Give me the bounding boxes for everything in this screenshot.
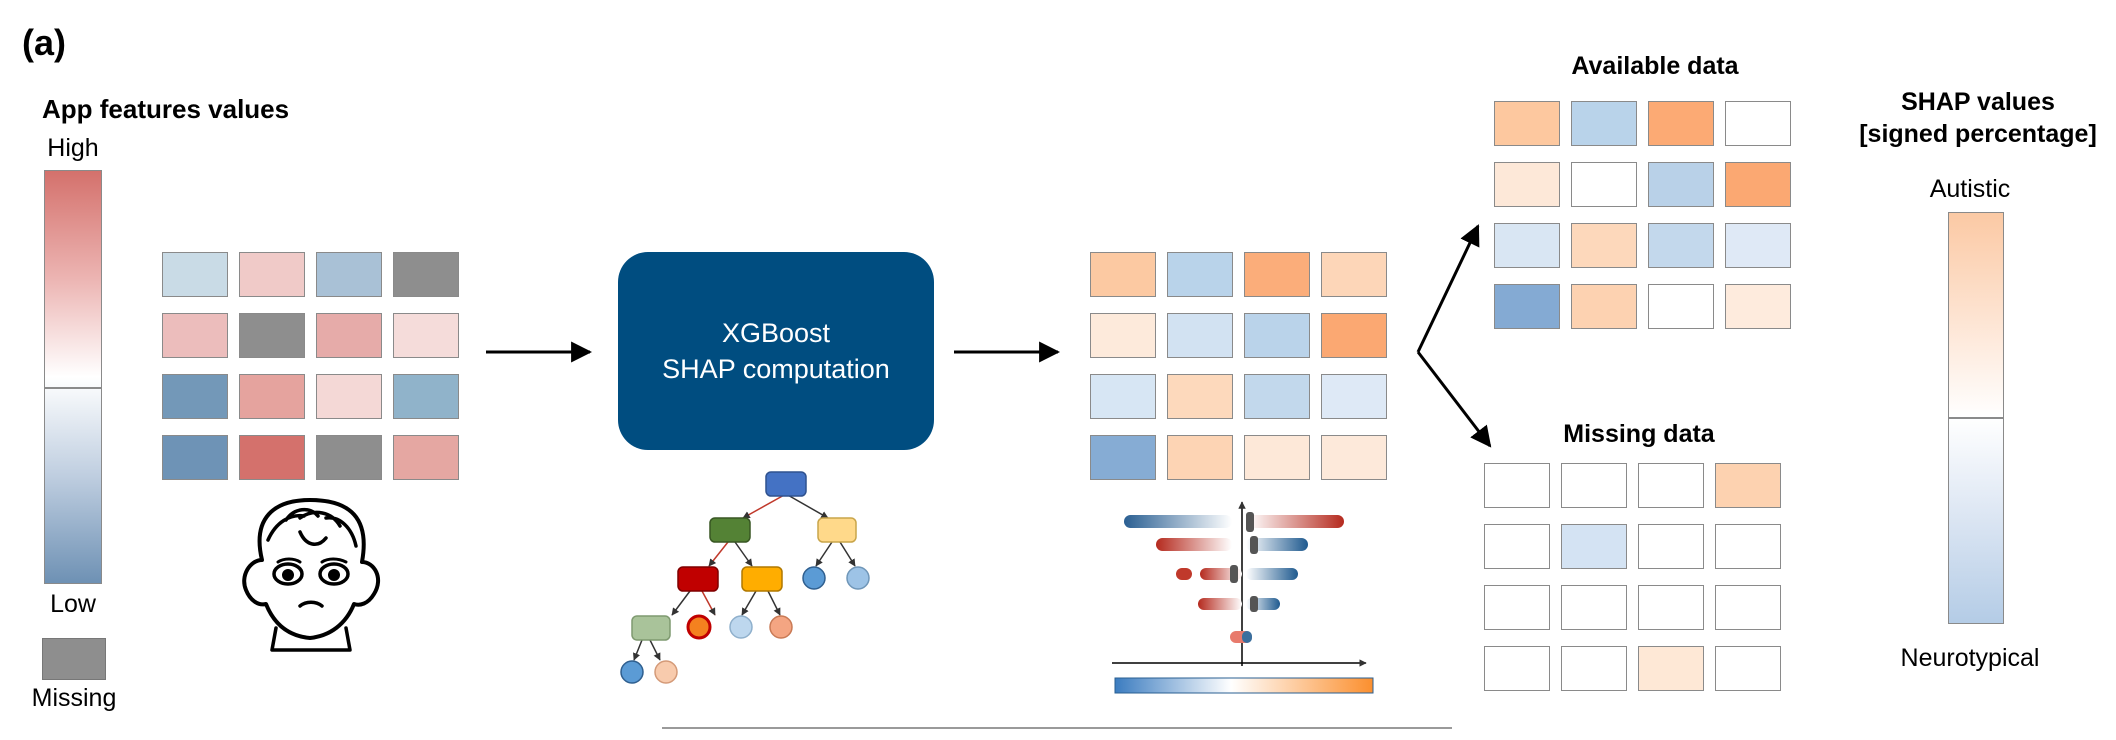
available-cell-r3-c2	[1571, 223, 1637, 268]
missing-cell-r4-c4	[1715, 646, 1781, 691]
shap-legend-title: SHAP values [signed percentage]	[1858, 86, 2098, 150]
features-cell-r3-c1	[162, 374, 228, 419]
shap_all-cell-r1-c2	[1167, 252, 1233, 297]
available-cell-r2-c2	[1571, 162, 1637, 207]
shap-legend-neurotypical-label: Neurotypical	[1900, 644, 2040, 672]
shap_all-cell-r1-c3	[1244, 252, 1310, 297]
missing-cell-r2-c2	[1561, 524, 1627, 569]
shap-summary-plot-icon	[1112, 501, 1374, 694]
missing-cell-r1-c1	[1484, 463, 1550, 508]
shap_all-cell-r2-c4	[1321, 313, 1387, 358]
available-data-title: Available data	[1571, 52, 1739, 80]
shap_all-cell-r4-c2	[1167, 435, 1233, 480]
decision-tree-icon	[620, 471, 870, 684]
missing-cell-r3-c2	[1561, 585, 1627, 630]
shap_all-cell-r3-c4	[1321, 374, 1387, 419]
missing-cell-r4-c3	[1638, 646, 1704, 691]
shap_all-cell-r3-c2	[1167, 374, 1233, 419]
shap-legend-title-line2: [signed percentage]	[1859, 120, 2097, 148]
features-cell-r3-c4	[393, 374, 459, 419]
available-data-grid	[1494, 101, 1794, 331]
available-cell-r1-c2	[1571, 101, 1637, 146]
shap_all-cell-r3-c3	[1244, 374, 1310, 419]
shap-values-grid	[1090, 252, 1390, 482]
features-cell-r1-c2	[239, 252, 305, 297]
missing-cell-r3-c4	[1715, 585, 1781, 630]
xgboost-shap-box: XGBoost SHAP computation	[618, 252, 934, 450]
missing-cell-r3-c1	[1484, 585, 1550, 630]
features-cell-r4-c4	[393, 435, 459, 480]
features-cell-r2-c3	[316, 313, 382, 358]
available-cell-r4-c4	[1725, 284, 1791, 329]
features-cell-r4-c2	[239, 435, 305, 480]
available-cell-r1-c3	[1648, 101, 1714, 146]
features-cell-r3-c2	[239, 374, 305, 419]
available-cell-r2-c4	[1725, 162, 1791, 207]
available-cell-r4-c3	[1648, 284, 1714, 329]
shap-legend-autistic-label: Autistic	[1929, 175, 2011, 203]
shap_all-cell-r1-c1	[1090, 252, 1156, 297]
missing-cell-r1-c2	[1561, 463, 1627, 508]
shap-legend-title-line1: SHAP values	[1901, 88, 2055, 116]
available-cell-r1-c4	[1725, 101, 1791, 146]
available-cell-r1-c1	[1494, 101, 1560, 146]
missing-cell-r2-c4	[1715, 524, 1781, 569]
shap_all-cell-r1-c4	[1321, 252, 1387, 297]
features-cell-r1-c1	[162, 252, 228, 297]
available-cell-r3-c1	[1494, 223, 1560, 268]
available-cell-r3-c3	[1648, 223, 1714, 268]
shap_all-cell-r3-c1	[1090, 374, 1156, 419]
shap_all-cell-r2-c3	[1244, 313, 1310, 358]
missing-cell-r2-c1	[1484, 524, 1550, 569]
missing-data-grid	[1484, 463, 1784, 693]
features-legend-low-label: Low	[50, 590, 96, 618]
available-cell-r4-c1	[1494, 284, 1560, 329]
panel-label: (a)	[22, 22, 66, 63]
shap-value-colorbar-midline	[1948, 417, 2004, 419]
features-cell-r2-c4	[393, 313, 459, 358]
shap_all-cell-r4-c1	[1090, 435, 1156, 480]
features-cell-r1-c3	[316, 252, 382, 297]
shap_all-cell-r4-c3	[1244, 435, 1310, 480]
missing-cell-r4-c1	[1484, 646, 1550, 691]
missing-cell-r1-c3	[1638, 463, 1704, 508]
available-cell-r2-c1	[1494, 162, 1560, 207]
features-cell-r3-c3	[316, 374, 382, 419]
arrow-to-available	[1416, 224, 1480, 353]
missing-cell-r1-c4	[1715, 463, 1781, 508]
features-cell-r2-c2	[239, 313, 305, 358]
xgboost-shap-box-line1: XGBoost	[721, 318, 831, 348]
available-cell-r3-c4	[1725, 223, 1791, 268]
missing-cell-r3-c3	[1638, 585, 1704, 630]
missing-cell-r2-c3	[1638, 524, 1704, 569]
available-cell-r4-c2	[1571, 284, 1637, 329]
available-cell-r2-c3	[1648, 162, 1714, 207]
feature-value-colorbar-midline	[44, 387, 102, 389]
features-cell-r2-c1	[162, 313, 228, 358]
feature-values-grid	[162, 252, 462, 482]
missing-cell-r4-c2	[1561, 646, 1627, 691]
missing-value-swatch	[42, 638, 106, 680]
child-face-icon	[242, 498, 381, 652]
features-legend-missing-label: Missing	[31, 684, 117, 712]
shap_all-cell-r2-c2	[1167, 313, 1233, 358]
features-cell-r4-c3	[316, 435, 382, 480]
features-cell-r1-c4	[393, 252, 459, 297]
xgboost-shap-box-line2: SHAP computation	[662, 354, 890, 384]
feature-value-colorbar	[44, 170, 102, 584]
features-legend-title: App features values	[42, 94, 290, 124]
shap_all-cell-r4-c4	[1321, 435, 1387, 480]
shap_all-cell-r2-c1	[1090, 313, 1156, 358]
missing-data-title: Missing data	[1563, 420, 1715, 448]
features-legend-high-label: High	[47, 134, 99, 162]
arrow-to-missing	[1416, 351, 1492, 448]
features-cell-r4-c1	[162, 435, 228, 480]
